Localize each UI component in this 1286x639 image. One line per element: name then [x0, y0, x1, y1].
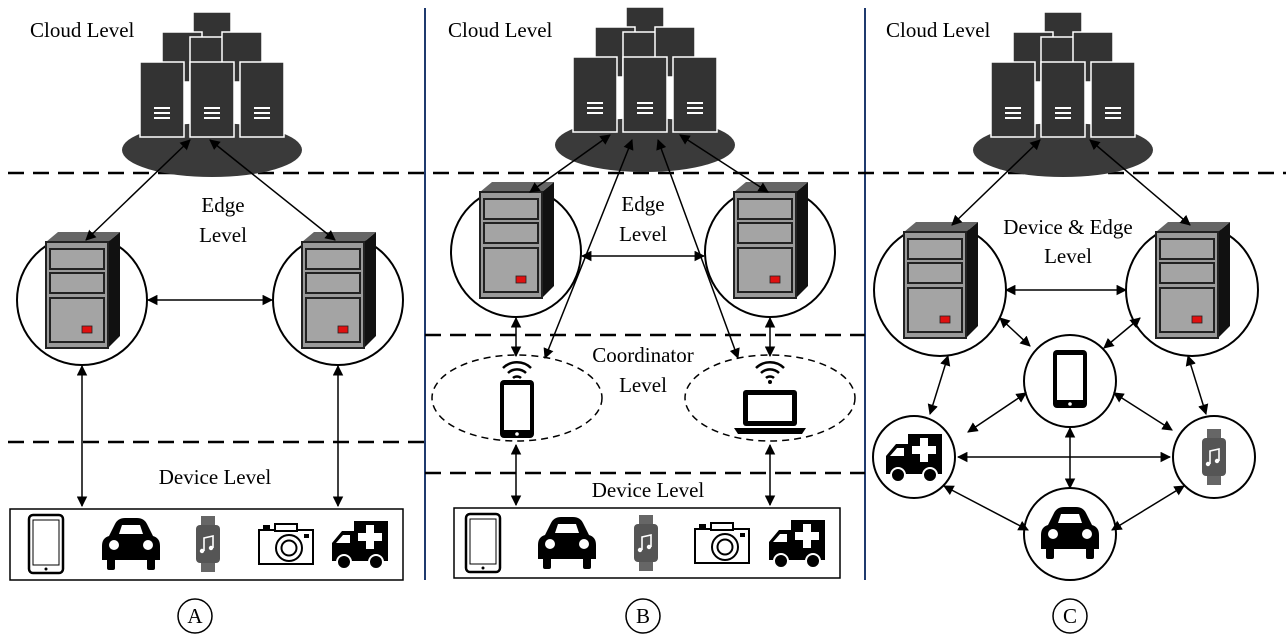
connection-arrows — [927, 139, 1209, 531]
connection-arrows — [510, 134, 776, 507]
camera-icon — [258, 523, 314, 565]
edge-server-icon — [1155, 221, 1231, 339]
edge-server-icon — [45, 231, 121, 349]
panel-a-letter: A — [187, 604, 203, 628]
cloud-level-label: Cloud Level — [448, 18, 553, 42]
wifi-laptop-icon — [734, 361, 806, 434]
coordinator-zone-right — [684, 354, 856, 442]
device-edge-level-label-2: Level — [1044, 244, 1092, 268]
panel-b-badge — [625, 598, 661, 634]
panel-a: Cloud Level Edge Level Device Level A — [9, 11, 404, 634]
edge-server-icon — [479, 181, 555, 299]
tablet-icon — [1053, 350, 1087, 408]
coordinator-zone-left — [431, 354, 603, 442]
edge-server-icon — [903, 221, 979, 339]
cloud-level-label: Cloud Level — [30, 18, 135, 42]
tablet-icon — [464, 512, 502, 574]
edge-server-icon — [733, 181, 809, 299]
panel-c-letter: C — [1063, 604, 1077, 628]
device-edge-level-label-1: Device & Edge — [1003, 215, 1132, 239]
cloud-level-label: Cloud Level — [886, 18, 991, 42]
connection-arrows — [76, 139, 344, 508]
edge-level-label-2: Level — [199, 223, 247, 247]
device-level-label: Device Level — [159, 465, 272, 489]
camera-icon — [694, 522, 750, 564]
cloud-datacenter-icon — [554, 6, 736, 173]
wifi-phone-icon — [500, 361, 534, 438]
panel-a-badge — [177, 598, 213, 634]
coordinator-level-label-1: Coordinator — [592, 343, 693, 367]
panel-c: Cloud Level Device & Edge Level — [872, 11, 1259, 634]
coordinator-level-label-2: Level — [619, 373, 667, 397]
edge-level-label-1: Edge — [201, 193, 244, 217]
tablet-icon — [27, 513, 65, 575]
cloud-datacenter-icon — [972, 11, 1154, 178]
panel-b-letter: B — [636, 604, 650, 628]
device-level-label: Device Level — [592, 478, 705, 502]
edge-level-label-2: Level — [619, 222, 667, 246]
edge-level-label-1: Edge — [621, 192, 664, 216]
cloud-datacenter-icon — [121, 11, 303, 178]
panel-c-badge — [1052, 598, 1088, 634]
section-dividers — [424, 8, 866, 580]
edge-server-icon — [301, 231, 377, 349]
panel-b: Cloud Level Edge Level Coordinator Level… — [431, 6, 856, 634]
